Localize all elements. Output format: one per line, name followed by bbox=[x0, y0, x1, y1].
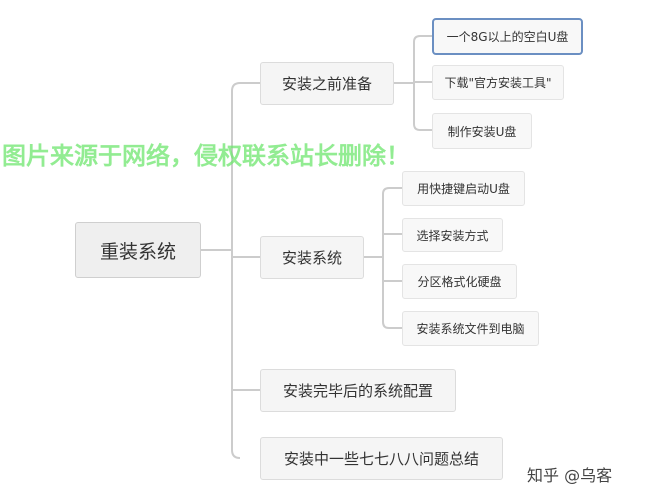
leaf-node[interactable]: 制作安装U盘 bbox=[432, 113, 532, 149]
leaf-node[interactable]: 分区格式化硬盘 bbox=[402, 264, 517, 299]
leaf-node[interactable]: 一个8G以上的空白U盘 bbox=[432, 18, 583, 55]
branch-node-install[interactable]: 安装系统 bbox=[260, 236, 364, 279]
trunk-line bbox=[231, 82, 241, 459]
leaf-node[interactable]: 安装系统文件到电脑 bbox=[402, 311, 539, 346]
watermark-text: 图片来源于网络，侵权联系站长删除！ bbox=[2, 142, 410, 170]
branch-node-config[interactable]: 安装完毕后的系统配置 bbox=[260, 369, 456, 412]
branch-node-issues[interactable]: 安装中一些七七八八问题总结 bbox=[260, 437, 503, 480]
branch-node-prepare[interactable]: 安装之前准备 bbox=[260, 62, 394, 105]
credit-text: 知乎 @乌客 bbox=[527, 466, 613, 485]
leaf-node[interactable]: 下载"官方安装工具" bbox=[432, 65, 564, 100]
leaf-node[interactable]: 用快捷键启动U盘 bbox=[402, 171, 525, 206]
branch2-vertical bbox=[382, 187, 402, 329]
leaf-node[interactable]: 选择安装方式 bbox=[402, 218, 503, 252]
root-node[interactable]: 重装系统 bbox=[75, 222, 201, 278]
